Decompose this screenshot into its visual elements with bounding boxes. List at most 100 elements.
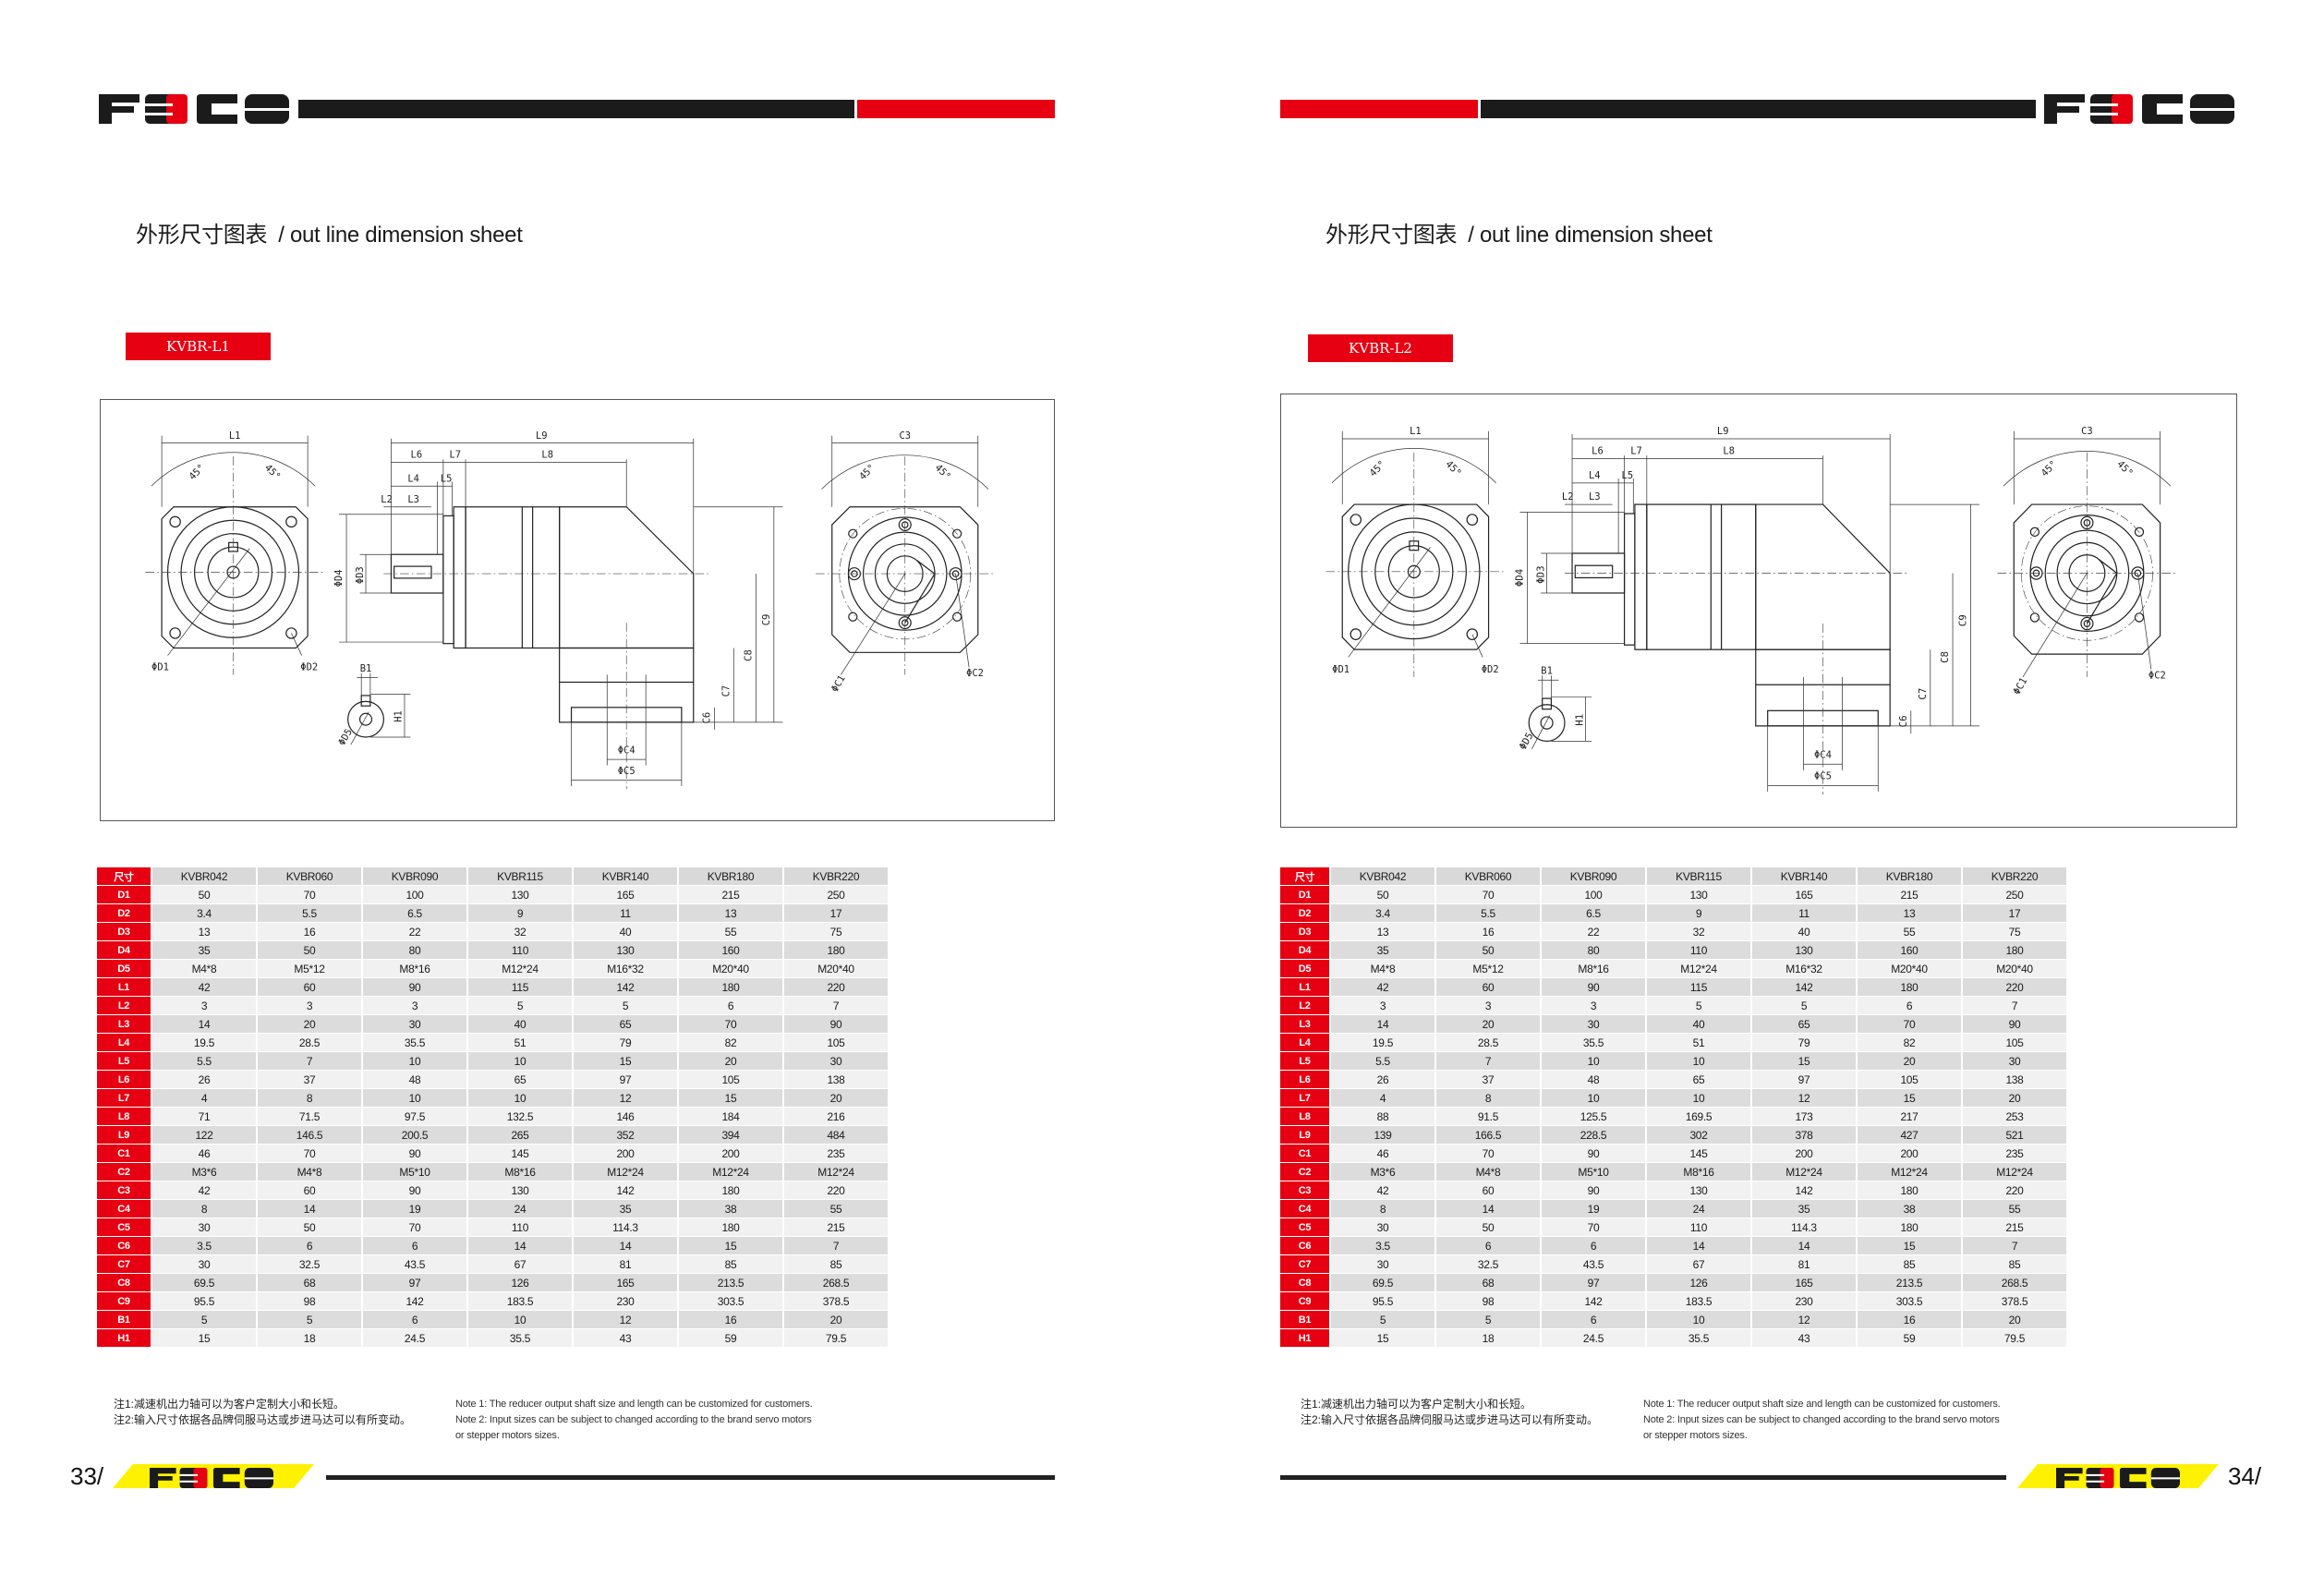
table-cell: 126 — [1647, 1274, 1750, 1291]
table-cell: 130 — [574, 941, 677, 959]
table-cell: 394 — [679, 1126, 782, 1144]
table-cell: 69.5 — [152, 1274, 256, 1291]
dimension-label-c3: C3 — [899, 430, 911, 442]
table-cell: M12*24 — [679, 1163, 782, 1181]
tapped-hole — [2134, 612, 2145, 623]
table-cell: 220 — [784, 978, 888, 996]
column-header: KVBR180 — [1858, 867, 1961, 885]
angle-arc — [1331, 448, 1496, 484]
table-cell: M5*12 — [258, 960, 361, 977]
table-cell: 91.5 — [1436, 1108, 1540, 1125]
shaft-key — [1574, 564, 1614, 579]
dimension-label-l8: L8 — [1723, 444, 1735, 456]
column-header: KVBR042 — [152, 867, 256, 885]
table-cell: 79.5 — [784, 1329, 888, 1347]
table-cell: 180 — [1858, 978, 1961, 996]
table-cell: 7 — [1963, 997, 2066, 1014]
table-cell: 105 — [1858, 1071, 1961, 1088]
table-cell: 4 — [152, 1089, 256, 1107]
table-cell: M12*24 — [1963, 1163, 2066, 1181]
column-header: KVBR220 — [1963, 867, 2066, 885]
table-cell: 30 — [152, 1218, 256, 1236]
table-cell: 220 — [784, 1181, 888, 1199]
table-cell: 97 — [1752, 1071, 1856, 1088]
shaft-bore — [1540, 716, 1554, 730]
table-cell: 3.4 — [152, 904, 256, 922]
table-cell: 215 — [679, 886, 782, 903]
table-cell: 220 — [1963, 1181, 2066, 1199]
table-cell: 200 — [1858, 1145, 1961, 1162]
table-cell: 14 — [152, 1015, 256, 1033]
table-cell: 40 — [1647, 1015, 1750, 1033]
table-cell: 8 — [258, 1089, 361, 1107]
table-cell: 10 — [1647, 1052, 1750, 1070]
mounting-hole — [285, 515, 297, 528]
table-cell: 85 — [1858, 1255, 1961, 1273]
table-cell: 16 — [679, 1311, 782, 1328]
row-label: L3 — [97, 1015, 151, 1033]
dimension-label-d3: ΦD3 — [355, 566, 366, 584]
table-cell: 142 — [574, 1181, 677, 1199]
leader-line — [2022, 573, 2088, 678]
row-label: C6 — [97, 1237, 151, 1254]
table-cell: 19 — [1542, 1200, 1645, 1218]
table-cell: 82 — [1858, 1034, 1961, 1051]
table-cell: 42 — [1331, 1181, 1434, 1199]
dimension-label-l2: L2 — [381, 494, 393, 505]
dimension-label-angle: 45° — [1367, 458, 1387, 479]
notes-cn: 注1:减速机出力轴可以为客户定制大小和长短。 注2:输入尺寸依据各品牌伺服马达或… — [1301, 1397, 1598, 1428]
table-cell: 90 — [1963, 1015, 2066, 1033]
row-label: L2 — [97, 997, 151, 1014]
table-cell: 14 — [258, 1200, 361, 1218]
tapped-hole — [848, 612, 858, 622]
shaft-bore — [358, 712, 373, 726]
table-cell: 32.5 — [258, 1255, 361, 1273]
table-cell: 20 — [1436, 1015, 1540, 1033]
gearbox-body — [1646, 503, 1757, 650]
table-cell: 20 — [784, 1311, 888, 1328]
row-label: C2 — [97, 1163, 151, 1181]
table-cell: 12 — [574, 1089, 677, 1107]
table-cell: 130 — [1647, 1181, 1750, 1199]
table-cell: 268.5 — [784, 1274, 888, 1291]
page-number: 34/ — [2228, 1462, 2262, 1490]
column-header: KVBR090 — [363, 867, 466, 885]
table-cell: 65 — [574, 1015, 677, 1033]
table-cell: M4*8 — [258, 1163, 361, 1181]
table-cell: 70 — [258, 1145, 361, 1162]
footer-feco-logo — [150, 1468, 273, 1488]
table-cell: 142 — [574, 978, 677, 996]
table-cell: 11 — [574, 904, 677, 922]
table-cell: 71.5 — [258, 1108, 361, 1125]
mounting-hole — [285, 627, 297, 639]
table-cell: 20 — [1858, 1052, 1961, 1070]
dimension-label-c6: C6 — [1897, 715, 1909, 727]
shaft-key — [393, 565, 432, 579]
table-cell: 6.5 — [363, 904, 466, 922]
row-label: L8 — [1280, 1108, 1329, 1125]
table-cell: 215 — [1858, 886, 1961, 903]
table-cell: 81 — [574, 1255, 677, 1273]
row-label: L6 — [97, 1071, 151, 1088]
table-cell: 24 — [468, 1200, 572, 1218]
row-label: B1 — [97, 1311, 151, 1328]
table-cell: 80 — [1542, 941, 1645, 959]
table-cell: 79 — [574, 1034, 677, 1051]
table-cell: 43.5 — [363, 1255, 466, 1273]
dimension-label-angle: 45° — [2114, 458, 2135, 479]
table-cell: 30 — [784, 1052, 888, 1070]
row-label: D1 — [97, 886, 151, 903]
dimension-label-angle: 45° — [2039, 458, 2059, 479]
dimension-label-c6: C6 — [701, 712, 712, 724]
table-cell: 28.5 — [258, 1034, 361, 1051]
table-cell: 146.5 — [258, 1126, 361, 1144]
footer-logo-band — [113, 1464, 314, 1488]
